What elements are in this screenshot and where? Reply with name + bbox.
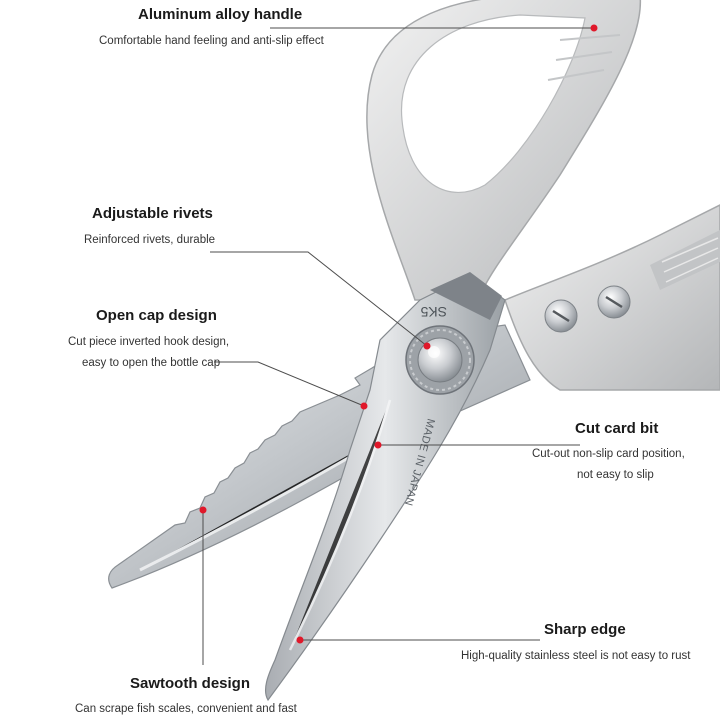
brand-engraving: SK5 [420, 304, 447, 320]
lower-handle [504, 204, 720, 391]
dot-cap [360, 402, 368, 410]
dot-sawtooth [199, 506, 207, 514]
callout-desc-cap-line1: Cut piece inverted hook design, [68, 336, 230, 348]
callout-title-card: Cut card bit [575, 420, 659, 437]
callout-title-rivets: Adjustable rivets [92, 205, 213, 222]
callout-desc-rivets: Reinforced rivets, durable [84, 234, 216, 246]
callout-title-handle: Aluminum alloy handle [138, 6, 303, 23]
dot-handle [590, 24, 598, 32]
callout-title-sawtooth: Sawtooth design [130, 675, 250, 692]
pivot-rivet [405, 325, 475, 395]
callout-desc-card-line1: Cut-out non-slip card position, [532, 448, 685, 460]
dot-rivets [423, 342, 431, 350]
callout-title-edge: Sharp edge [544, 621, 626, 638]
callout-dots [199, 24, 598, 644]
callout-desc-handle: Comfortable hand feeling and anti-slip e… [99, 35, 324, 47]
callout-desc-card-line2: not easy to slip [577, 469, 654, 481]
callout-desc-sawtooth: Can scrape fish scales, convenient and f… [75, 703, 297, 715]
callout-title-cap: Open cap design [96, 307, 217, 324]
callout-desc-cap-line2: easy to open the bottle cap [82, 357, 221, 369]
dot-edge [296, 636, 304, 644]
dot-card [374, 441, 382, 449]
leader-lines [202, 27, 594, 665]
callout-desc-edge: High-quality stainless steel is not easy… [461, 650, 691, 662]
upper-handle [366, 0, 642, 301]
